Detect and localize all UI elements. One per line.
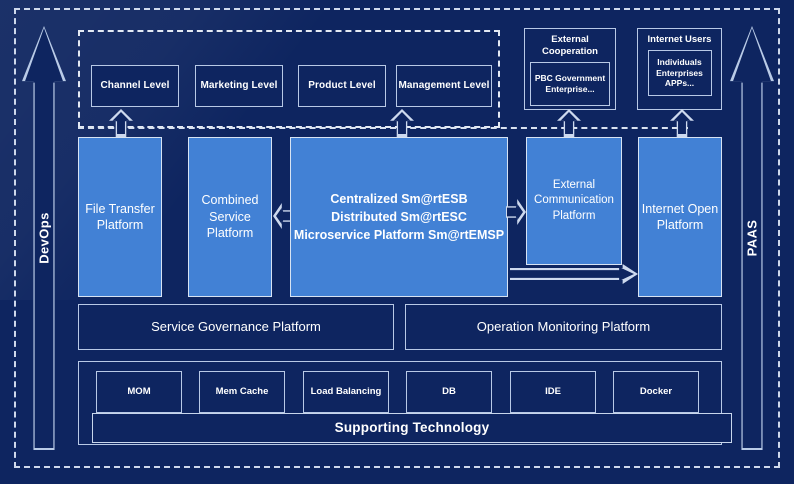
level-label-product: Product Level bbox=[308, 80, 376, 92]
internet-users-title: Internet Users bbox=[647, 34, 712, 45]
devops-arrow-icon: DevOps bbox=[22, 26, 66, 450]
tech-label-mom: MOM bbox=[127, 386, 151, 398]
arrow-up-internet-open-icon bbox=[670, 109, 694, 137]
supporting-technology-bar[interactable]: Supporting Technology bbox=[92, 413, 732, 443]
arrow-right-esb-to-external-icon bbox=[506, 199, 526, 225]
devops-pillar: DevOps bbox=[22, 26, 66, 450]
external-cooperation-body: PBC Government Enterprise... bbox=[534, 73, 606, 94]
tech-label-docker: Docker bbox=[639, 386, 673, 398]
tech-box-mem-cache[interactable]: Mem Cache bbox=[199, 371, 285, 413]
platform-external-communication[interactable]: External Communication Platform bbox=[526, 137, 622, 265]
level-box-marketing[interactable]: Marketing Level bbox=[195, 65, 283, 107]
arrow-right-long-to-internet-open-icon bbox=[510, 264, 638, 284]
arrow-up-external-comm-icon bbox=[557, 109, 581, 137]
platform-esb-line-2: Distributed Sm@rtESC bbox=[331, 209, 467, 224]
level-label-channel: Channel Level bbox=[100, 80, 170, 92]
diagram-outer-border bbox=[14, 8, 780, 468]
external-cooperation-box[interactable]: External Cooperation PBC Government Ente… bbox=[524, 28, 616, 110]
external-cooperation-body-box: PBC Government Enterprise... bbox=[530, 61, 610, 106]
tech-box-docker[interactable]: Docker bbox=[613, 371, 699, 413]
arrow-up-file-transfer-icon bbox=[109, 109, 133, 137]
tech-box-ide[interactable]: IDE bbox=[510, 371, 596, 413]
governance-service-platform-label: Service Governance Platform bbox=[151, 319, 321, 335]
platform-external-communication-label: External Communication Platform bbox=[534, 179, 614, 222]
level-label-management: Management Level bbox=[398, 80, 490, 92]
internet-users-box[interactable]: Internet Users Individuals Enterprises A… bbox=[637, 28, 722, 110]
internet-users-body-box: Individuals Enterprises APPs... bbox=[647, 49, 712, 96]
level-label-marketing: Marketing Level bbox=[200, 80, 278, 92]
tech-box-load-balancing[interactable]: Load Balancing bbox=[303, 371, 389, 413]
level-box-product[interactable]: Product Level bbox=[298, 65, 386, 107]
platform-esb-line-3: Microservice Platform Sm@rtEMSP bbox=[293, 228, 505, 243]
paas-arrow-icon: PAAS bbox=[730, 26, 774, 450]
arrow-left-esb-to-combined-icon bbox=[273, 203, 293, 229]
tech-label-mem-cache: Mem Cache bbox=[215, 386, 269, 398]
layer-separator-dashed-line bbox=[78, 127, 688, 129]
external-cooperation-title: External Cooperation bbox=[542, 34, 598, 57]
platform-file-transfer-label: File Transfer Platform bbox=[85, 201, 155, 233]
platform-file-transfer[interactable]: File Transfer Platform bbox=[78, 137, 162, 297]
tech-box-mom[interactable]: MOM bbox=[96, 371, 182, 413]
governance-service-platform[interactable]: Service Governance Platform bbox=[78, 304, 394, 350]
level-box-channel[interactable]: Channel Level bbox=[91, 65, 179, 107]
governance-operation-monitoring-label: Operation Monitoring Platform bbox=[476, 319, 651, 335]
internet-users-body: Individuals Enterprises APPs... bbox=[656, 56, 703, 89]
tech-box-db[interactable]: DB bbox=[406, 371, 492, 413]
paas-label: PAAS bbox=[744, 219, 760, 257]
arrow-up-esb-icon bbox=[390, 109, 414, 137]
devops-label: DevOps bbox=[36, 212, 52, 264]
platform-combined-service[interactable]: Combined Service Platform bbox=[188, 137, 272, 297]
level-box-management[interactable]: Management Level bbox=[396, 65, 492, 107]
platform-internet-open-label: Internet Open Platform bbox=[641, 201, 719, 233]
platform-combined-service-label: Combined Service Platform bbox=[201, 193, 259, 241]
platform-internet-open[interactable]: Internet Open Platform bbox=[638, 137, 722, 297]
platform-centralized-esb[interactable]: Centralized Sm@rtESB Distributed Sm@rtES… bbox=[290, 137, 508, 297]
governance-operation-monitoring[interactable]: Operation Monitoring Platform bbox=[405, 304, 722, 350]
paas-pillar: PAAS bbox=[730, 26, 774, 450]
tech-label-db: DB bbox=[442, 386, 456, 398]
supporting-technology-label: Supporting Technology bbox=[334, 420, 490, 436]
platform-esb-line-1: Centralized Sm@rtESB bbox=[330, 191, 468, 206]
tech-label-ide: IDE bbox=[545, 386, 561, 398]
tech-label-load-balancing: Load Balancing bbox=[310, 386, 382, 398]
